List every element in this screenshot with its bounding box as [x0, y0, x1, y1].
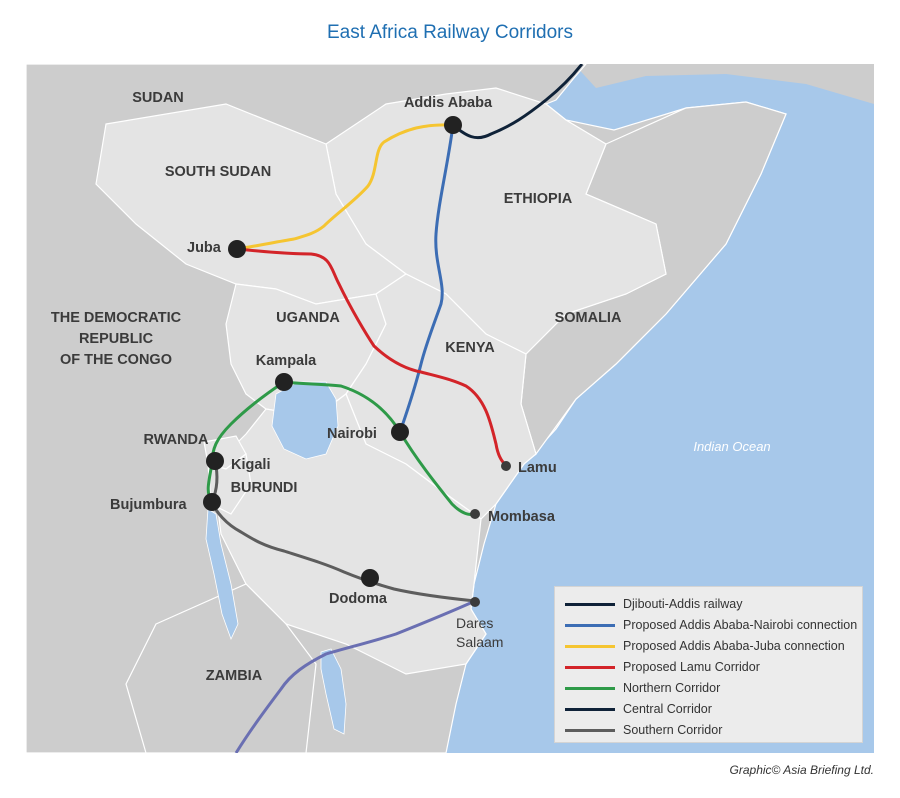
- lamu-corridor-route: [236, 247, 507, 467]
- addis-juba-route: [236, 123, 454, 251]
- label-dodoma: Dodoma: [329, 591, 388, 607]
- legend-item: Central Corridor: [565, 700, 712, 718]
- map-svg: SUDAN SOUTH SUDAN ETHIOPIA SOMALIA THE D…: [26, 64, 874, 753]
- kampala-dot: [275, 373, 293, 391]
- credit-line: Graphic© Asia Briefing Ltd.: [729, 763, 874, 777]
- label-dar-2: Salaam: [456, 634, 503, 650]
- label-south-sudan: SOUTH SUDAN: [165, 164, 271, 180]
- addis-ababa-dot: [444, 116, 462, 134]
- dodoma-dot: [361, 569, 379, 587]
- legend-label: Southern Corridor: [623, 723, 723, 737]
- label-drc-2: REPUBLIC: [79, 331, 154, 347]
- legend-item: Proposed Addis Ababa-Nairobi connection: [565, 616, 857, 634]
- lake-malawi: [320, 648, 347, 735]
- djibouti-addis-route: [452, 64, 584, 140]
- label-uganda: UGANDA: [276, 310, 340, 326]
- legend-label: Djibouti-Addis railway: [623, 597, 743, 611]
- southern-corridor-route: [234, 599, 476, 753]
- lake-victoria: [271, 381, 339, 460]
- central-corridor-route: [210, 501, 476, 603]
- legend-label: Central Corridor: [623, 702, 712, 716]
- label-somalia: SOMALIA: [555, 310, 622, 326]
- label-addis-ababa: Addis Ababa: [404, 95, 493, 111]
- label-lamu: Lamu: [518, 460, 557, 476]
- legend-swatch-central: [565, 707, 615, 711]
- label-ethiopia: ETHIOPIA: [504, 191, 573, 207]
- label-rwanda: RWANDA: [144, 432, 210, 448]
- legend-item: Southern Corridor: [565, 721, 722, 739]
- legend-swatch-lamu: [565, 665, 615, 669]
- label-indian-ocean: Indian Ocean: [693, 439, 770, 454]
- label-juba: Juba: [187, 240, 222, 256]
- legend-label: Proposed Lamu Corridor: [623, 660, 760, 674]
- legend-item: Proposed Lamu Corridor: [565, 658, 760, 676]
- legend-swatch-addis-nairobi: [565, 623, 615, 627]
- legend-swatch-northern: [565, 686, 615, 690]
- label-burundi: BURUNDI: [231, 480, 298, 496]
- legend-label: Proposed Addis Ababa-Juba connection: [623, 639, 845, 653]
- label-drc-1: THE DEMOCRATIC: [51, 310, 182, 326]
- label-drc-3: OF THE CONGO: [60, 352, 172, 368]
- bujumbura-dot: [203, 493, 221, 511]
- mombasa-dot: [470, 509, 480, 519]
- label-dar-1: Dares: [456, 615, 493, 631]
- map-frame: SUDAN SOUTH SUDAN ETHIOPIA SOMALIA THE D…: [26, 64, 874, 753]
- legend-item: Proposed Addis Ababa-Juba connection: [565, 637, 845, 655]
- label-zambia: ZAMBIA: [206, 668, 263, 684]
- lake-tanganyika: [205, 508, 239, 641]
- legend-label: Proposed Addis Ababa-Nairobi connection: [623, 618, 858, 632]
- map-title: East Africa Railway Corridors: [326, 22, 574, 43]
- zambia-region: [125, 583, 317, 753]
- label-sudan: SUDAN: [132, 90, 184, 106]
- dar-es-salaam-dot: [470, 597, 480, 607]
- kigali-dot: [206, 452, 224, 470]
- label-mombasa: Mombasa: [488, 509, 556, 525]
- legend-item: Djibouti-Addis railway: [565, 595, 743, 613]
- legend: Djibouti-Addis railway Proposed Addis Ab…: [554, 586, 863, 743]
- legend-swatch-djibouti: [565, 602, 615, 606]
- label-kampala: Kampala: [256, 353, 317, 369]
- lamu-dot: [501, 461, 511, 471]
- label-nairobi: Nairobi: [327, 426, 377, 442]
- legend-label: Northern Corridor: [623, 681, 721, 695]
- label-kenya: KENYA: [445, 340, 495, 356]
- legend-item: Northern Corridor: [565, 679, 720, 697]
- legend-swatch-southern: [565, 728, 615, 732]
- juba-dot: [228, 240, 246, 258]
- legend-swatch-addis-juba: [565, 644, 615, 648]
- label-kigali: Kigali: [231, 457, 270, 473]
- label-bujumbura: Bujumbura: [110, 497, 187, 513]
- addis-nairobi-route: [398, 124, 455, 433]
- arabia-landmass: [574, 64, 874, 104]
- nairobi-dot: [391, 423, 409, 441]
